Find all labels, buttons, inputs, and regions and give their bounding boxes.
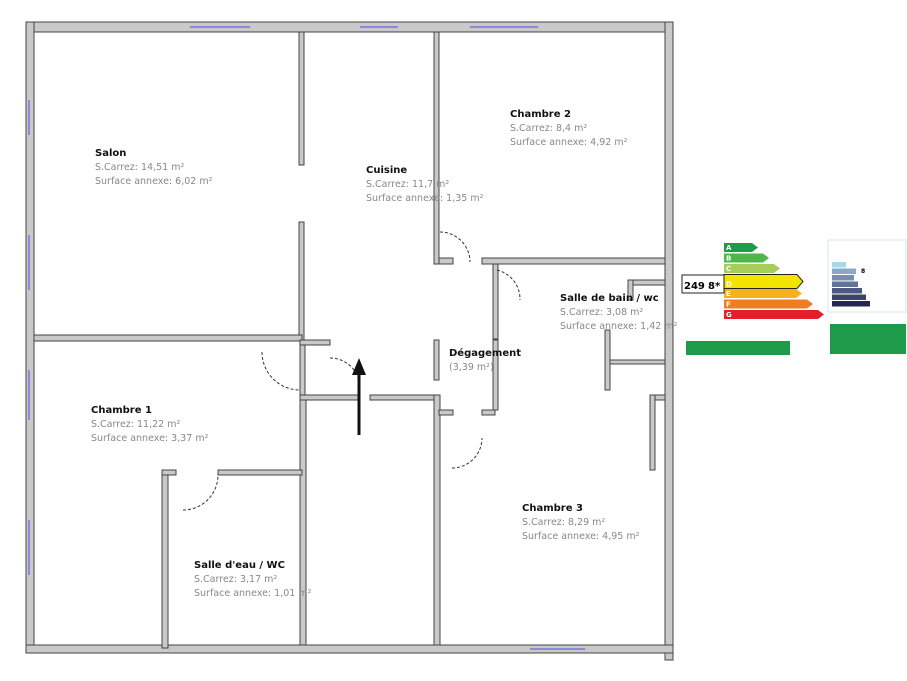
room-annexe: Surface annexe: 4,92 m² xyxy=(510,137,628,148)
ges-class-bar xyxy=(832,262,846,268)
room-name: Salle de bain / wc xyxy=(560,293,659,304)
wall xyxy=(217,469,303,476)
ges-value: 8 xyxy=(861,268,865,275)
room-annexe: Surface annexe: 6,02 m² xyxy=(95,176,213,187)
wall xyxy=(492,263,499,340)
room-name: Salle d'eau / WC xyxy=(194,560,285,571)
room-name: Dégagement xyxy=(449,347,521,359)
room-carrez: S.Carrez: 11,7 m² xyxy=(366,179,449,190)
ges-class-bar xyxy=(832,281,858,287)
ges-class-bar xyxy=(832,301,870,307)
room-carrez: S.Carrez: 11,22 m² xyxy=(91,419,180,430)
energy-class-bar xyxy=(724,299,813,309)
ges-class-bar xyxy=(832,275,854,281)
energy-class-bar xyxy=(724,310,824,319)
wall xyxy=(299,394,361,401)
room-carrez: S.Carrez: 8,4 m² xyxy=(510,123,587,134)
ges-class-bar xyxy=(832,268,856,274)
wall xyxy=(161,469,177,476)
ges-label: 8 xyxy=(827,239,907,354)
room-name: Chambre 1 xyxy=(91,405,152,416)
ges-class-bar xyxy=(832,294,866,300)
wall xyxy=(369,394,441,401)
energy-class-letter: F xyxy=(726,301,731,309)
wall xyxy=(25,644,674,654)
room-carrez: S.Carrez: 3,17 m² xyxy=(194,574,277,585)
room-name: Chambre 2 xyxy=(510,109,571,120)
room-name: Cuisine xyxy=(366,165,407,176)
walls xyxy=(25,21,674,661)
energy-class-bar xyxy=(724,264,780,273)
room-annexe: Surface annexe: 3,37 m² xyxy=(91,433,209,444)
energy-class-letter: B xyxy=(726,255,731,263)
wall xyxy=(299,342,306,396)
room-annexe: Surface annexe: 1,01 m² xyxy=(194,588,312,599)
wall xyxy=(627,279,666,286)
energy-class-bar xyxy=(724,243,758,252)
entrance-arrow xyxy=(352,358,366,435)
ges-note xyxy=(830,324,906,354)
room-carrez: S.Carrez: 8,29 m² xyxy=(522,517,605,528)
wall xyxy=(481,257,666,265)
energy-values-box xyxy=(681,274,725,294)
wall xyxy=(33,334,303,342)
room-name: Salon xyxy=(95,148,126,159)
room-annexe: Surface annexe: 1,42 m² xyxy=(560,321,678,332)
wall xyxy=(664,21,674,661)
energy-class-letter: C xyxy=(726,265,731,273)
wall xyxy=(161,469,169,649)
room-annexe: Surface annexe: 4,95 m² xyxy=(522,531,640,542)
wall xyxy=(438,409,454,416)
wall xyxy=(298,221,305,341)
energy-class-bar xyxy=(723,274,804,289)
energy-consumption-value: 249 xyxy=(684,281,705,292)
wall xyxy=(627,279,634,301)
wall xyxy=(25,21,673,33)
energy-class-letter: G xyxy=(726,311,732,319)
energy-class-letter: E xyxy=(726,290,731,298)
energy-class-letter: D xyxy=(726,281,732,289)
room-carrez: S.Carrez: 3,08 m² xyxy=(560,307,643,318)
energy-class-bar xyxy=(724,253,769,263)
ges-class-bar xyxy=(832,288,862,294)
wall xyxy=(481,409,496,416)
windows xyxy=(28,26,585,650)
room-annexe: Surface annexe: 1,35 m² xyxy=(366,193,484,204)
ges-emission-value: 8* xyxy=(708,281,721,292)
room-name: Chambre 3 xyxy=(522,503,583,514)
wall xyxy=(298,31,305,166)
energy-class-letter: A xyxy=(726,244,732,252)
wall xyxy=(299,394,307,646)
energy-note xyxy=(686,341,790,355)
room-carrez: (3,39 m²) xyxy=(449,362,494,373)
energy-class-bar xyxy=(724,289,802,298)
wall xyxy=(433,31,440,265)
wall xyxy=(649,394,656,471)
room-carrez: S.Carrez: 14,51 m² xyxy=(95,162,184,173)
wall xyxy=(438,257,454,265)
wall xyxy=(433,394,441,646)
wall xyxy=(604,329,611,391)
wall xyxy=(433,339,440,381)
wall xyxy=(299,339,331,346)
wall xyxy=(604,359,666,365)
